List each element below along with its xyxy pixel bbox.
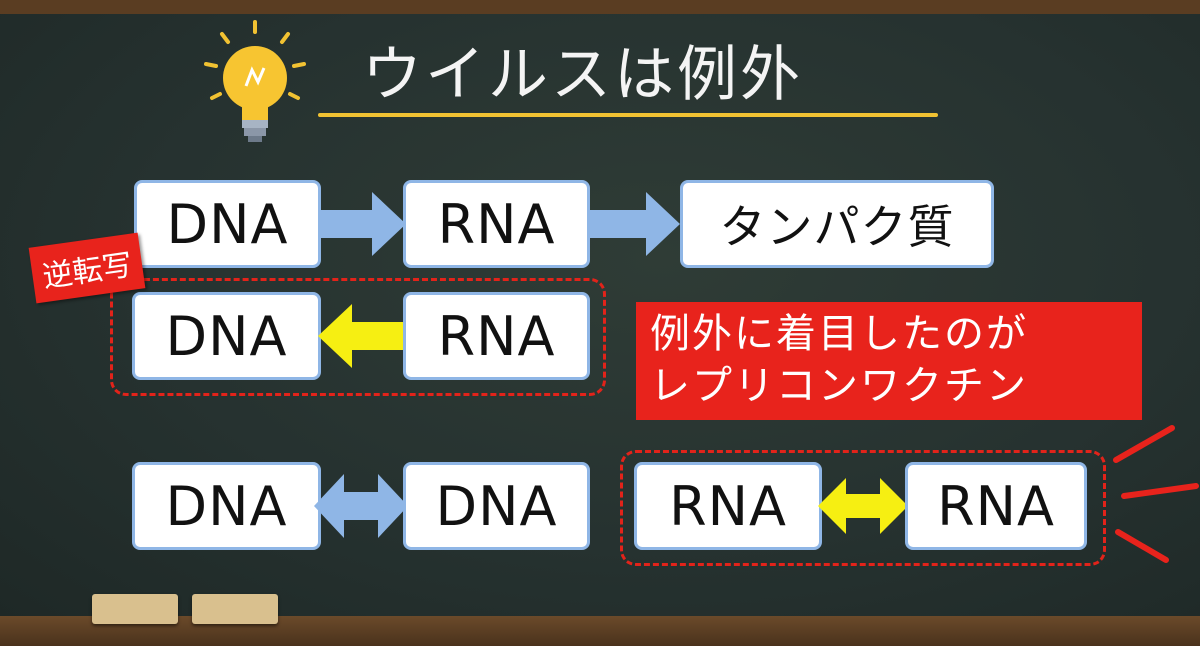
row2-dashed-frame [110, 278, 606, 396]
lightbulb-icon [204, 20, 306, 142]
row3-dna-box-2: DNA [403, 462, 590, 550]
row2-dna-box: DNA [132, 292, 321, 380]
row1-dna-box: DNA [134, 180, 321, 268]
row1-protein-box: タンパク質 [680, 180, 994, 268]
row2-rna-box: RNA [403, 292, 590, 380]
row3-dna-box-1: DNA [132, 462, 321, 550]
row1-arrow-1 [320, 192, 406, 256]
callout-line-2: レプリコンワクチン [650, 363, 1028, 409]
eraser-1 [92, 594, 178, 624]
callout-line-1: 例外に着目したのが [650, 311, 1028, 357]
row1-rna-box: RNA [403, 180, 590, 268]
row2-arrow-left [318, 304, 404, 368]
row3-dashed-frame [620, 450, 1106, 566]
row3-double-arrow [314, 474, 408, 538]
row1-arrow-2 [590, 192, 680, 256]
row3-rna-box-2: RNA [905, 462, 1087, 550]
chalk-tray [0, 616, 1200, 646]
eraser-2 [192, 594, 278, 624]
row3-yellow-double-arrow [818, 478, 908, 534]
page-title: ウイルスは例外 [362, 40, 803, 110]
title-underline [318, 113, 938, 117]
emphasis-rays [1113, 425, 1199, 563]
callout-box: 例外に着目したのが レプリコンワクチン [636, 302, 1142, 420]
row3-rna-box-1: RNA [634, 462, 822, 550]
